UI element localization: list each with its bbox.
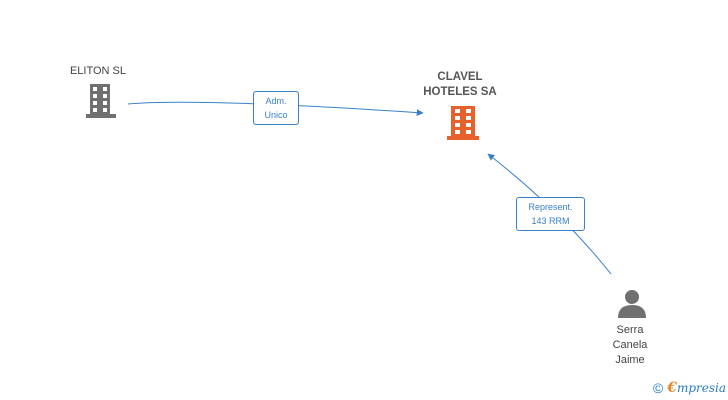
edge-label-represent-line-1: Represent.: [528, 202, 573, 212]
eliton-label[interactable]: ELITON SL: [69, 65, 127, 77]
empresia-logo: €mpresia: [667, 380, 726, 396]
edge-label-adm-line-2: Unico: [264, 110, 288, 120]
person-label[interactable]: Serra Canela Jaime: [595, 323, 665, 368]
person-icon[interactable]: [618, 290, 646, 318]
person-label-line-3: Jaime: [615, 354, 645, 366]
copyright-icon: ©: [652, 380, 664, 396]
empresia-footer[interactable]: © €mpresia: [653, 380, 726, 396]
person-label-line-2: Canela: [612, 339, 648, 351]
edge-adm-unico: [127, 101, 424, 117]
clavel-label-line-1: CLAVEL: [437, 71, 483, 83]
edge-label-adm-unico[interactable]: Adm. Unico: [253, 91, 299, 125]
empresia-logo-text: mpresia: [676, 381, 726, 395]
clavel-label[interactable]: CLAVEL HOTELES SA: [410, 70, 510, 100]
clavel-building-icon[interactable]: [447, 106, 479, 140]
empresia-logo-initial: €: [667, 380, 677, 396]
person-label-line-1: Serra: [616, 324, 644, 336]
eliton-building-icon[interactable]: [86, 84, 116, 118]
clavel-label-line-2: HOTELES SA: [423, 86, 497, 98]
edge-label-represent[interactable]: Represent. 143 RRM: [516, 197, 585, 231]
edge-label-adm-line-1: Adm.: [265, 96, 287, 106]
edge-label-represent-line-2: 143 RRM: [531, 216, 570, 226]
